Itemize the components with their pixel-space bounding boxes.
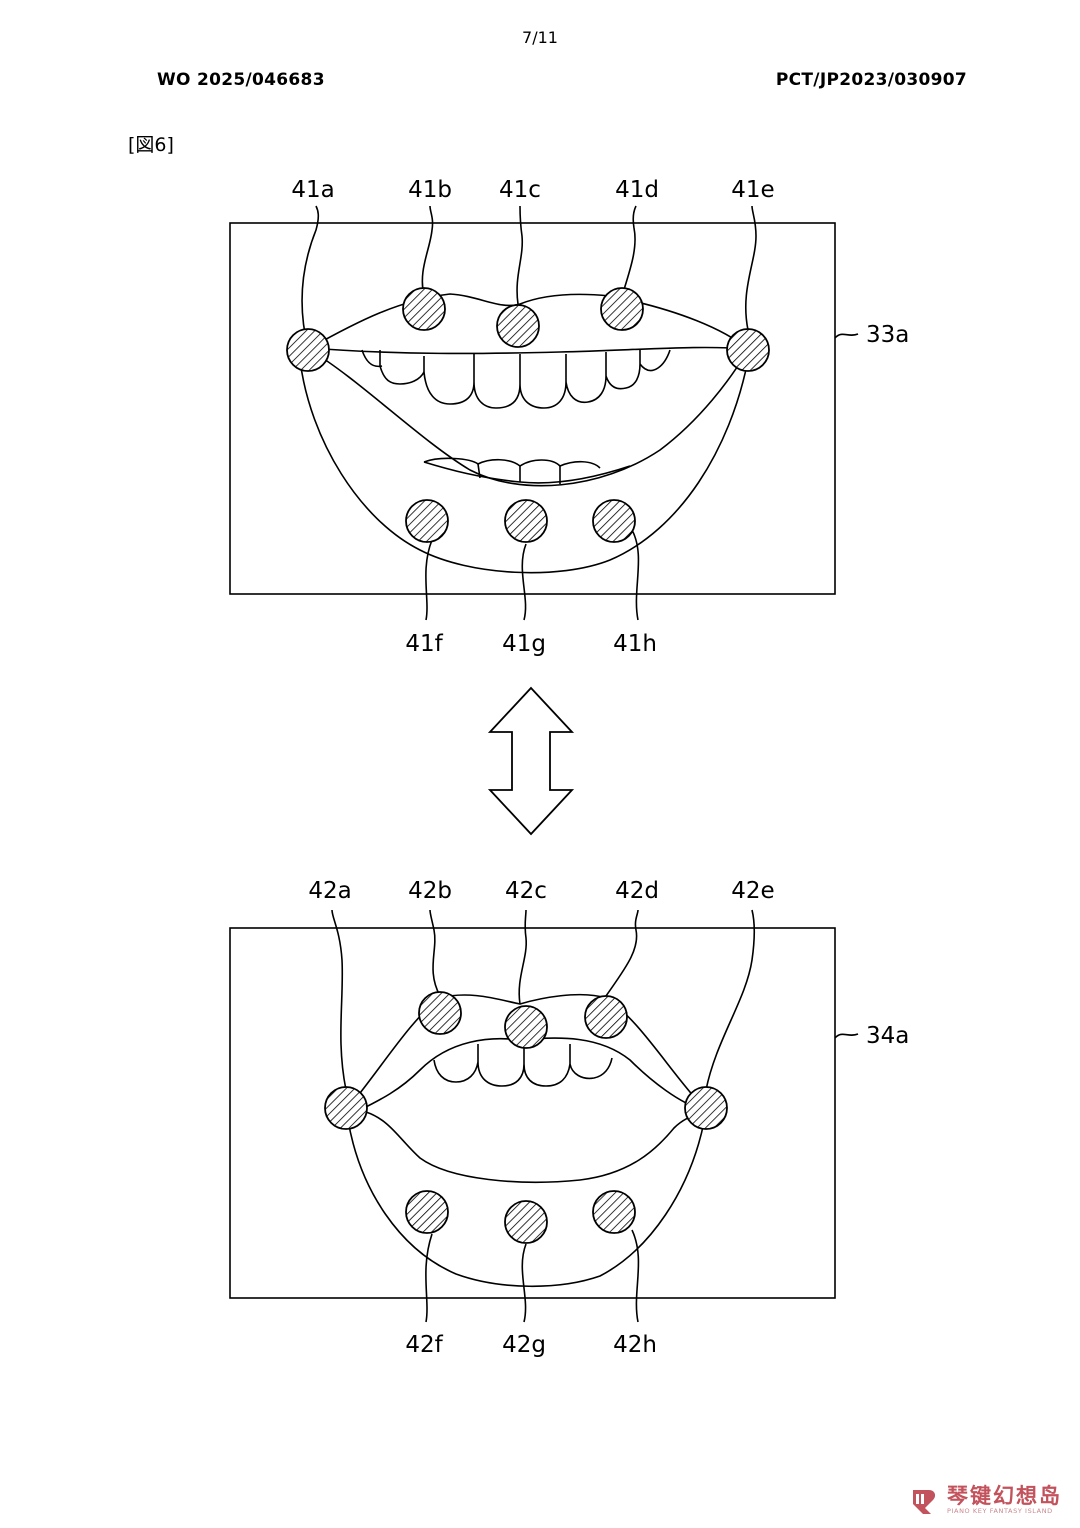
figure-top: [229, 205, 859, 621]
label-41a: 41a: [291, 177, 334, 203]
lower-teeth-line: [423, 461, 631, 484]
label-42a: 42a: [308, 878, 351, 904]
page-number: 7/11: [522, 28, 558, 47]
leader-41d: [621, 205, 637, 297]
label-42f: 42f: [405, 1332, 443, 1358]
upper-teeth-gaps: [379, 350, 641, 384]
application-number: PCT/JP2023/030907: [775, 70, 967, 90]
lower-teeth-gaps: [477, 463, 561, 484]
leader-41c: [516, 205, 524, 305]
figure-bottom: [229, 909, 859, 1323]
watermark-english: PIANO KEY FANTASY ISLAND: [947, 1507, 1053, 1515]
label-42d: 42d: [615, 878, 659, 904]
label-41f: 41f: [405, 631, 443, 657]
marker-42b: [418, 991, 462, 1035]
upper-lip-outer: [309, 293, 749, 350]
figure-label: [図6]: [128, 134, 174, 156]
frame-34a: [229, 927, 836, 1299]
label-41h: 41h: [613, 631, 657, 657]
leader-42h: [631, 1229, 640, 1323]
upper-lip-inner: [359, 1037, 705, 1111]
label-42c: 42c: [505, 878, 547, 904]
marker-41h: [592, 499, 636, 543]
label-34a: 34a: [866, 1023, 909, 1049]
marker-42h: [592, 1190, 636, 1234]
leader-41h: [631, 529, 640, 621]
marker-41e: [726, 328, 770, 372]
frame-33a: [229, 222, 836, 595]
marker-41c: [496, 304, 540, 348]
marker-42g: [504, 1200, 548, 1244]
leader-41b: [421, 205, 434, 297]
label-41c: 41c: [499, 177, 541, 203]
publication-number: WO 2025/046683: [157, 70, 325, 90]
upper-lip-inner: [309, 346, 749, 355]
lower-lip-inner: [365, 1111, 705, 1183]
marker-42e: [684, 1086, 728, 1130]
leader-42c: [518, 909, 527, 1005]
label-42h: 42h: [613, 1332, 657, 1358]
leader-41f: [425, 539, 433, 621]
label-42g: 42g: [502, 1332, 546, 1358]
upper-teeth: [361, 349, 671, 409]
leader-41a: [301, 205, 320, 349]
marker-42f: [405, 1190, 449, 1234]
label-41e: 41e: [731, 177, 774, 203]
label-41d: 41d: [615, 177, 659, 203]
leader-42f: [425, 1233, 433, 1323]
marker-41a: [286, 328, 330, 372]
leader-41e: [744, 205, 757, 331]
label-41b: 41b: [408, 177, 452, 203]
marker-41d: [600, 287, 644, 331]
lower-lip-outer: [347, 1119, 705, 1288]
upper-teeth: [433, 1057, 613, 1087]
marker-41b: [402, 287, 446, 331]
watermark-chinese: 琴键幻想岛: [947, 1484, 1062, 1508]
leader-41g: [521, 543, 527, 621]
leader-34a: [834, 1033, 859, 1039]
watermark: 琴键幻想岛 PIANO KEY FANTASY ISLAND: [905, 1482, 1062, 1518]
label-33a: 33a: [866, 322, 909, 348]
double-arrow-icon: [487, 686, 575, 836]
label-42e: 42e: [731, 878, 774, 904]
leader-42b: [429, 909, 441, 997]
leader-42a: [331, 909, 347, 1091]
mouth-inner-bottom: [309, 349, 749, 487]
leader-42e: [705, 909, 756, 1091]
label-41g: 41g: [502, 631, 546, 657]
watermark-logo-icon: [913, 1490, 936, 1514]
marker-42d: [584, 995, 628, 1039]
leader-33a: [834, 333, 859, 339]
lower-teeth: [423, 457, 601, 469]
label-42b: 42b: [408, 878, 452, 904]
marker-42a: [324, 1086, 368, 1130]
marker-41g: [504, 499, 548, 543]
leader-42d: [605, 909, 639, 997]
leader-42g: [521, 1243, 527, 1323]
marker-41f: [405, 499, 449, 543]
marker-42c: [504, 1005, 548, 1049]
